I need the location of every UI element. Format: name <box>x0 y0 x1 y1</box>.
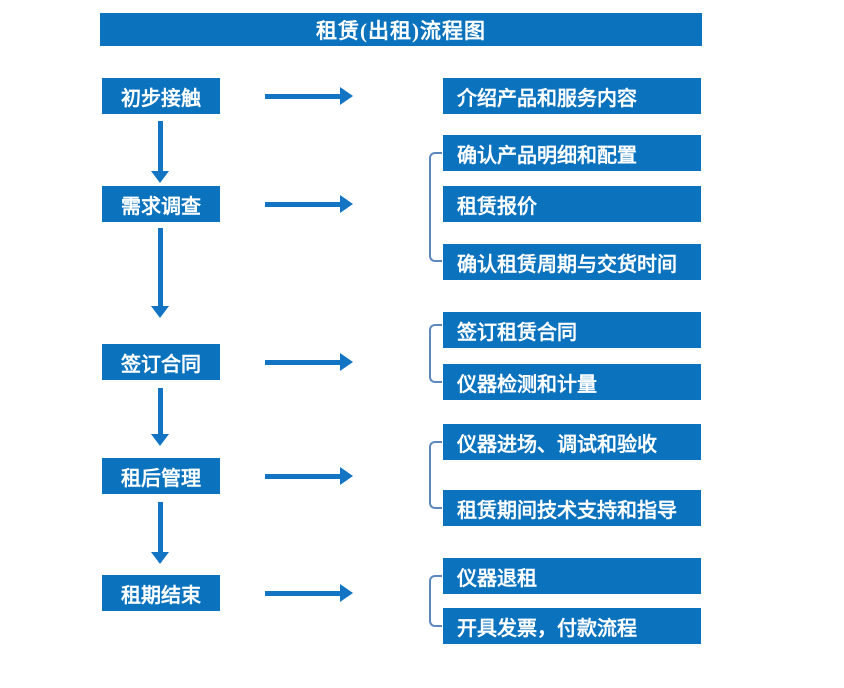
diagram-title: 租赁(出租)流程图 <box>316 18 486 43</box>
arrow-head <box>151 434 169 446</box>
arrow-shaft <box>158 502 163 553</box>
arrow-head <box>151 306 169 318</box>
arrow-shaft <box>265 474 340 479</box>
output-box-instrument-inspection: 仪器检测和计量 <box>443 364 701 400</box>
down-arrow-connector-1 <box>151 121 169 183</box>
group-bracket-post-rental <box>429 441 442 509</box>
arrow-shaft <box>158 228 163 307</box>
group-bracket-sign-contract <box>429 324 442 383</box>
arrow-head <box>151 552 169 564</box>
arrow-shaft <box>265 94 340 99</box>
arrow-head <box>151 171 169 183</box>
arrow-shaft <box>265 591 340 596</box>
output-box-confirm-details: 确认产品明细和配置 <box>443 135 701 171</box>
group-bracket-demand-survey <box>429 152 442 262</box>
arrow-head <box>340 353 353 371</box>
output-box-instrument-return: 仪器退租 <box>443 558 701 594</box>
stage-box-initial-contact: 初步接触 <box>102 78 220 114</box>
down-arrow-connector-2 <box>151 228 169 318</box>
right-arrow-connector-5 <box>265 584 353 602</box>
down-arrow-connector-4 <box>151 502 169 564</box>
stage-box-rental-end: 租期结束 <box>102 575 220 611</box>
output-box-rental-quote: 租赁报价 <box>443 186 701 222</box>
output-box-intro-products: 介绍产品和服务内容 <box>443 78 701 114</box>
output-box-confirm-period: 确认租赁周期与交货时间 <box>443 244 701 280</box>
arrow-shaft <box>158 121 163 172</box>
arrow-shaft <box>265 360 340 365</box>
right-arrow-connector-2 <box>265 195 353 213</box>
group-bracket-rental-end <box>429 575 442 627</box>
output-box-sign-rental-contract: 签订租赁合同 <box>443 312 701 348</box>
right-arrow-connector-4 <box>265 467 353 485</box>
stage-box-sign-contract: 签订合同 <box>102 344 220 380</box>
diagram-title-bar: 租赁(出租)流程图 <box>100 13 702 46</box>
arrow-head <box>340 195 353 213</box>
arrow-head <box>340 584 353 602</box>
output-box-tech-support: 租赁期间技术支持和指导 <box>443 490 701 526</box>
right-arrow-connector-3 <box>265 353 353 371</box>
output-box-instrument-setup: 仪器进场、调试和验收 <box>443 424 701 460</box>
arrow-head <box>340 467 353 485</box>
down-arrow-connector-3 <box>151 388 169 446</box>
stage-box-demand-survey: 需求调查 <box>102 186 220 222</box>
arrow-head <box>340 87 353 105</box>
right-arrow-connector-1 <box>265 87 353 105</box>
stage-box-post-rental-management: 租后管理 <box>102 458 220 494</box>
arrow-shaft <box>265 202 340 207</box>
output-box-invoice-payment: 开具发票，付款流程 <box>443 608 701 644</box>
arrow-shaft <box>158 388 163 435</box>
